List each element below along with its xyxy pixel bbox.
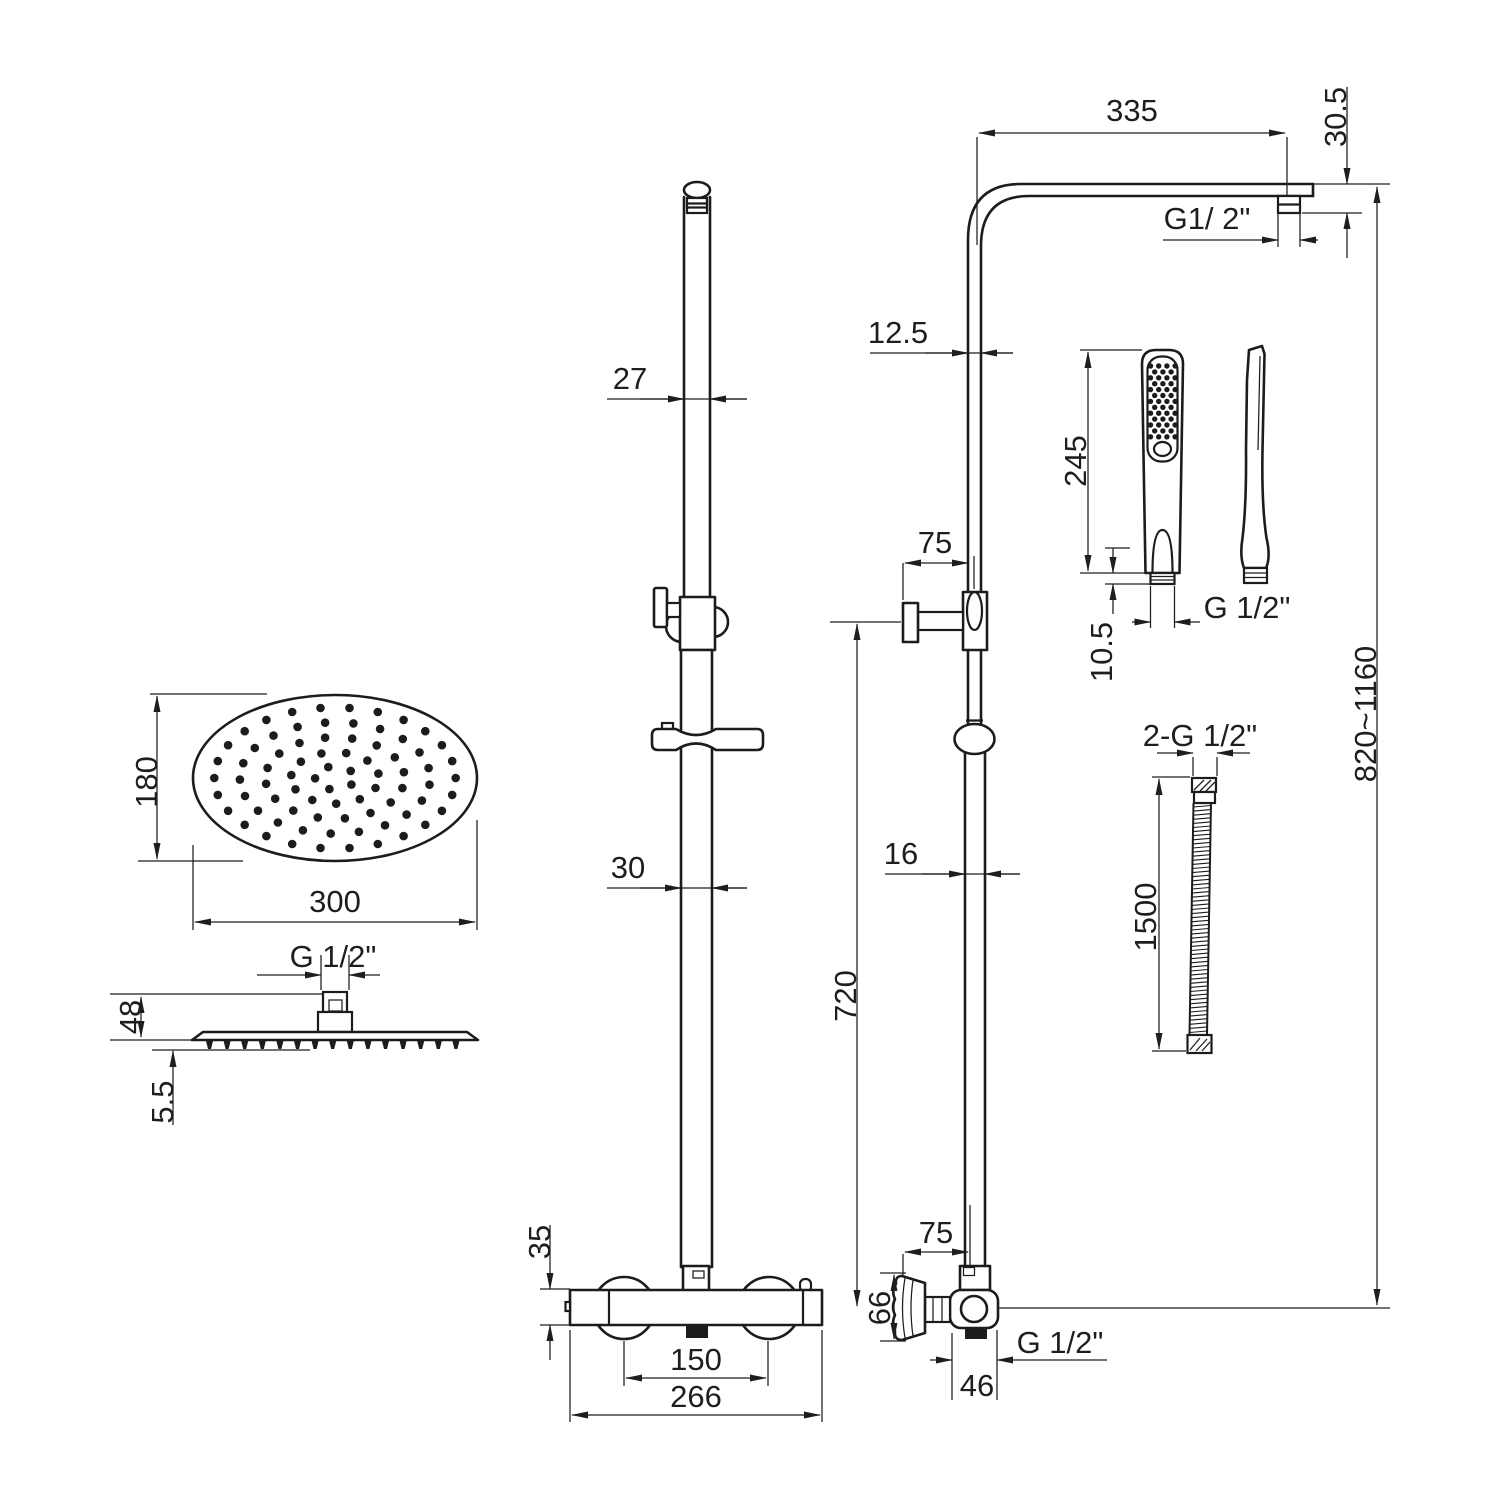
handset-nozzle-dots [1147,363,1178,440]
dim-handset-thread: G 1/2" [1204,590,1291,625]
side-view-column: 335 30.5 G1/ 2" 12.5 75 [828,87,1390,1403]
handset-nut-front [1149,571,1176,586]
dim-pipe-upper-dia: 12.5 [868,315,928,350]
valve-outlet-side [965,1328,987,1339]
head-thread-connector [321,990,349,1014]
hose-top-nut [1192,790,1217,805]
dim-valve-thread: G 1/2" [1017,1325,1104,1360]
pipe-ball-joint [953,722,996,756]
dim-pipe-lower-dia: 16 [884,836,918,871]
head-outline [191,693,479,863]
shower-hose-view: 2-G 1/2" 1500 [1128,718,1257,1055]
dim-valve-overall-width: 266 [670,1379,722,1414]
slider-knob [652,586,669,629]
dim-valve-center-distance: 150 [670,1342,722,1377]
head-nozzle-teeth [206,1041,460,1049]
handset-nut-side [1242,566,1269,585]
hose-corrugated-tube [1188,802,1212,1036]
handset-holder-bracket [650,727,765,752]
dim-handset-nut-height: 10.5 [1084,622,1119,682]
side-slider-stem [916,610,965,632]
head-nozzle-dots [210,703,461,853]
dim-riser-lower-dia: 30 [611,850,645,885]
dim-slider-offset: 75 [918,525,952,560]
valve-temp-knob-side [891,1274,927,1342]
dim-riser-height: 720 [828,970,863,1022]
dim-valve-offset: 75 [919,1215,953,1250]
valve-inlet-collar [681,1264,711,1294]
dim-head-depth: 180 [129,756,164,808]
handset-side-body [1240,344,1270,570]
dim-hose-thread: 2-G 1/2" [1143,718,1257,753]
handset-handle-arch [1151,528,1174,574]
valve-outlet-front [686,1325,708,1338]
hand-shower-views: 245 10.5 G 1/2" [1058,344,1291,682]
dim-arm-drop: 30.5 [1318,87,1353,147]
rain-head-top-view: 180 300 [129,693,479,930]
dim-hose-length: 1500 [1128,883,1163,952]
valve-hex-nut [923,1295,952,1324]
dim-valve-body-width: 46 [960,1368,994,1403]
head-connector-base [316,1010,354,1034]
side-slider-block [961,590,989,652]
dim-overall-height: 820~1160 [1348,646,1383,783]
handset-face-oval [1152,440,1173,458]
riser-top-cap [682,180,712,200]
dim-head-thread: G 1/2" [290,939,377,974]
dim-riser-upper-dia: 27 [613,361,647,396]
dim-valve-knob-dia: 66 [862,1291,897,1325]
dim-handset-length: 245 [1058,435,1093,487]
shower-arm-inner [979,194,1315,594]
dim-head-width: 300 [309,884,361,919]
slider-block [678,595,717,652]
dim-head-height: 48 [113,1000,148,1034]
front-view-column: 27 30 35 150 [522,180,824,1422]
dim-valve-body-height: 35 [522,1225,557,1259]
valve-body-front [568,1288,824,1327]
valve-outlet-ring [959,1294,989,1324]
side-slider-knob [901,601,920,644]
head-plate [190,1030,480,1042]
hose-bottom-fitting [1186,1033,1213,1055]
dim-arm-thread: G1/ 2" [1164,201,1251,236]
dim-arm-reach: 335 [1106,93,1158,128]
dim-head-plate-thickness: 5.5 [145,1080,180,1123]
shower-arm-outer [966,182,1315,594]
rain-head-side-view: G 1/2" 48 5.5 [110,939,480,1125]
